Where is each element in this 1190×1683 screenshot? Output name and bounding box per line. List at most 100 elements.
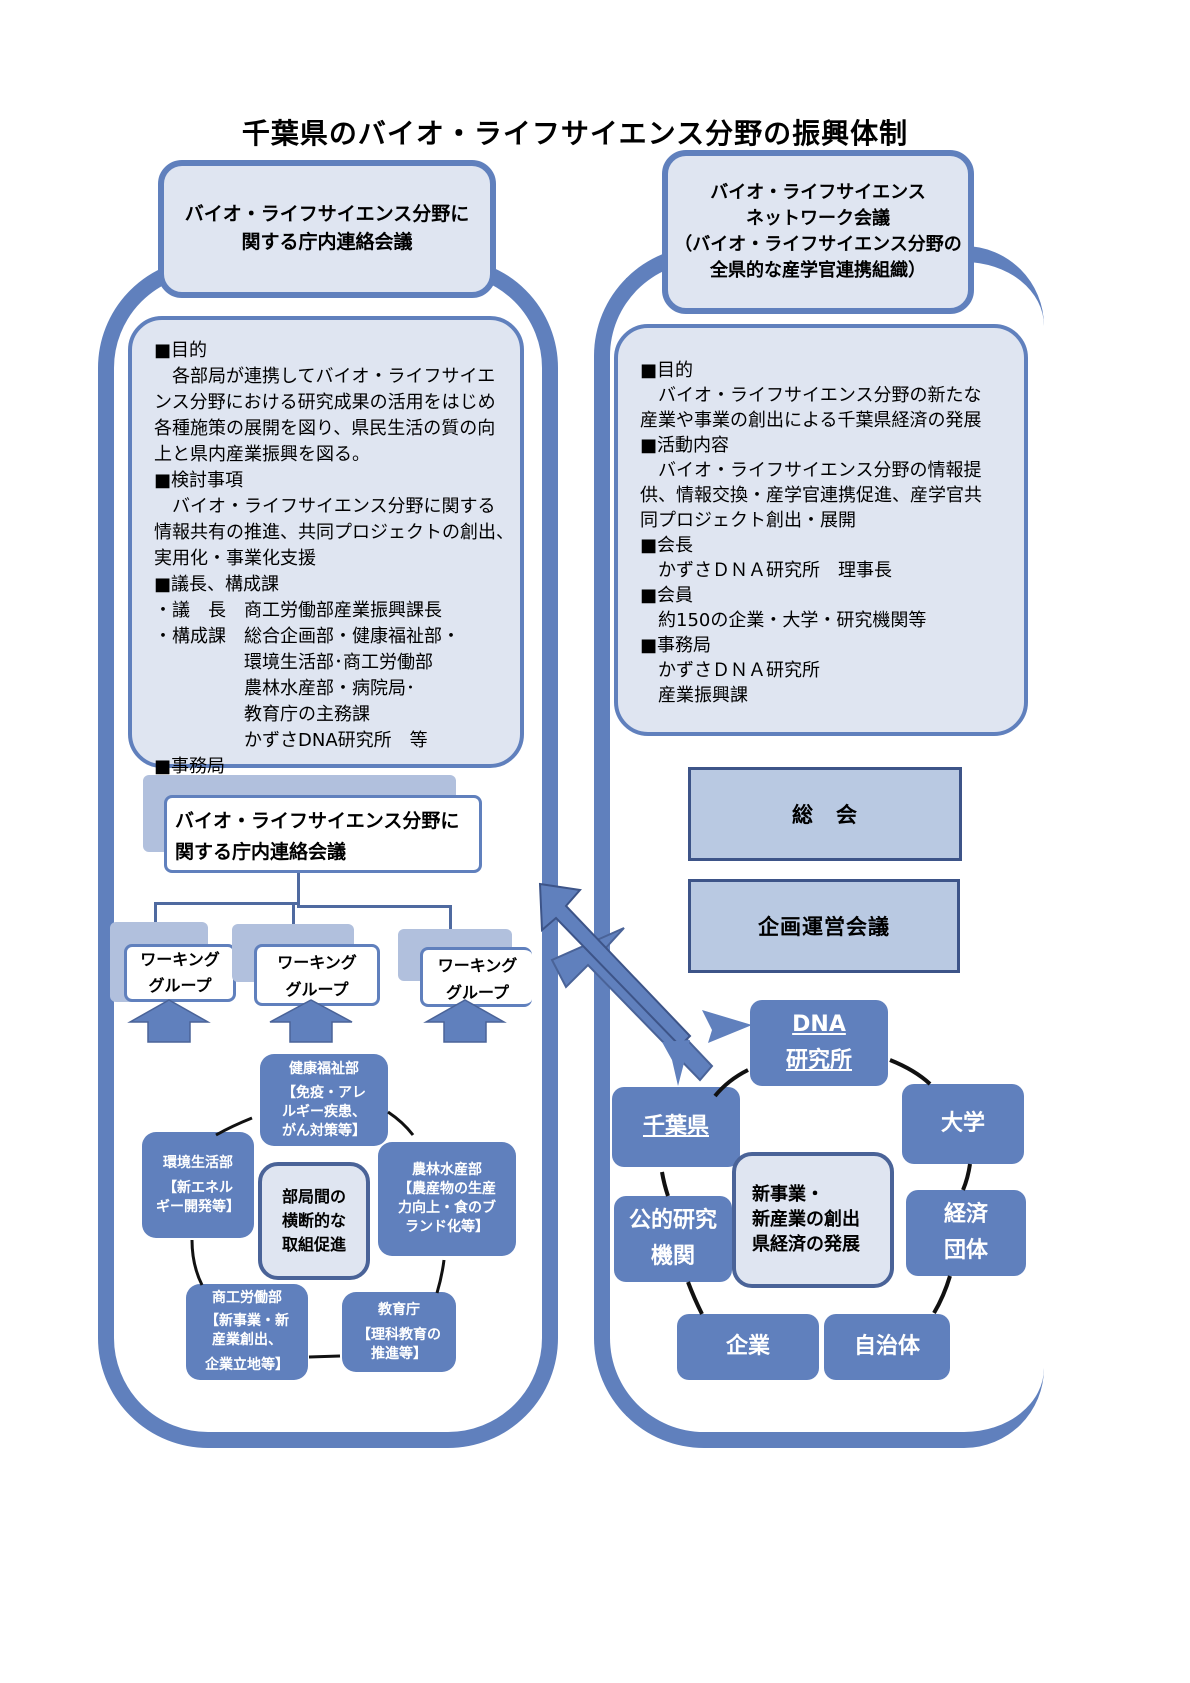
org-connector xyxy=(154,902,157,922)
info-text: 各種施策の展開を図り、県民生活の質の向 xyxy=(154,418,496,439)
node-public-research: 公的研究 機関 xyxy=(614,1196,732,1282)
info-heading: ■活動内容 xyxy=(640,435,730,456)
node-chiba-prefecture: 千葉県 xyxy=(612,1087,740,1167)
dept-title: 農林水産部 xyxy=(412,1162,482,1178)
node-label: 団体 xyxy=(943,1238,988,1263)
dept-desc: ランド化等】 xyxy=(405,1219,489,1235)
dept-desc: 企業立地等】 xyxy=(205,1357,289,1373)
info-heading: ■会員 xyxy=(640,585,694,606)
node-label: 研究所 xyxy=(785,1048,852,1073)
info-text: ・議 長 商工労働部産業振興課長 xyxy=(154,600,442,621)
info-text: 産業振興課 xyxy=(640,685,748,706)
org-connector xyxy=(292,902,295,924)
dept-desc: 【農産物の生産 xyxy=(398,1181,496,1197)
wg-line: グループ xyxy=(445,983,510,1002)
info-text: 実用化・事業化支援 xyxy=(154,548,316,569)
wg-line: グループ xyxy=(285,980,349,999)
info-text: かずさＤＮＡ研究所 理事長 xyxy=(640,560,892,581)
node-municipality: 自治体 xyxy=(824,1314,950,1380)
info-text: かずさDNA研究所 等 xyxy=(154,730,428,751)
dept-desc: ギー開発等】 xyxy=(156,1198,240,1215)
center-line: 新事業・ xyxy=(752,1184,824,1205)
org-connector xyxy=(297,873,300,905)
center-line: 新産業の創出 xyxy=(752,1209,860,1230)
planning-committee-label: 企画運営会議 xyxy=(758,915,890,939)
node-label: 公的研究 xyxy=(628,1208,717,1233)
info-text: 供、情報交換・産学官連携促進、産学官共 xyxy=(640,485,982,506)
org-top-line: バイオ・ライフサイエンス分野に xyxy=(175,810,460,832)
dept-desc: 【免疫・アレ xyxy=(282,1084,366,1101)
org-connector xyxy=(297,905,451,908)
planning-committee-box: 企画運営会議 xyxy=(688,879,960,973)
info-text: 農林水産部・病院局･ xyxy=(154,678,415,699)
right-info-text: ■目的 バイオ・ライフサイエンス分野の新たな産業や事業の創出による千葉県経済の発… xyxy=(640,358,1024,708)
dept-health: 健康福祉部 【免疫・アレ ルギー疾患、 がん対策等】 xyxy=(260,1054,388,1146)
right-header-box: バイオ・ライフサイエンス ネットワーク会議 （バイオ・ライフサイエンス分野の 全… xyxy=(662,150,974,314)
org-connector xyxy=(154,902,298,905)
dept-desc: ルギー疾患、 xyxy=(282,1103,366,1120)
working-group-box: ワーキング グループ xyxy=(254,944,380,1006)
info-text: かずさＤＮＡ研究所 xyxy=(640,660,820,681)
dept-center-box: 部局間の 横断的な 取組促進 xyxy=(258,1162,370,1280)
info-text: バイオ・ライフサイエンス分野の情報提 xyxy=(640,460,982,481)
general-assembly-label: 総 会 xyxy=(792,803,858,827)
node-label: 企業 xyxy=(725,1334,770,1359)
dept-desc: 産業創出、 xyxy=(212,1332,282,1348)
info-text: 環境生活部･商工労働部 xyxy=(154,652,433,673)
center-line: 取組促進 xyxy=(281,1235,346,1254)
node-company: 企業 xyxy=(677,1314,819,1380)
wg-line: グループ xyxy=(148,976,212,995)
info-text: ンス分野における研究成果の活用をはじめ xyxy=(154,392,496,413)
org-top-line: 関する庁内連絡会議 xyxy=(175,841,347,863)
info-text: バイオ・ライフサイエンス分野の新たな xyxy=(640,385,982,406)
center-line: 部局間の xyxy=(281,1187,346,1206)
node-label: DNA xyxy=(792,1012,846,1037)
left-info-text: ■目的 各部局が連携してバイオ・ライフサイエンス分野における研究成果の活用をはじ… xyxy=(154,338,520,806)
left-header-line: バイオ・ライフサイエンス分野に xyxy=(184,203,470,226)
info-text: 産業や事業の創出による千葉県経済の発展 xyxy=(640,410,982,431)
center-line: 県経済の発展 xyxy=(752,1234,860,1255)
info-text: 情報共有の推進、共同プロジェクトの創出、 xyxy=(154,522,514,543)
right-header-line: （バイオ・ライフサイエンス分野の xyxy=(674,234,962,255)
dept-title: 商工労働部 xyxy=(212,1290,282,1306)
dept-title: 教育庁 xyxy=(378,1301,420,1318)
info-heading: ■事務局 xyxy=(154,756,226,777)
org-connector xyxy=(449,905,452,929)
dept-desc: 推進等】 xyxy=(371,1345,427,1362)
node-center-box: 新事業・ 新産業の創出 県経済の発展 xyxy=(732,1152,894,1288)
dept-desc: 力向上・食のブ xyxy=(398,1200,496,1216)
node-university: 大学 xyxy=(902,1084,1024,1164)
node-economic-org: 経済 団体 xyxy=(906,1190,1026,1276)
node-label: 千葉県 xyxy=(642,1114,709,1139)
left-header-box: バイオ・ライフサイエンス分野に 関する庁内連絡会議 xyxy=(158,160,496,298)
info-heading: ■議長、構成課 xyxy=(154,574,280,595)
info-heading: ■目的 xyxy=(640,360,694,381)
node-label: 経済 xyxy=(943,1202,988,1227)
right-header-line: 全県的な産学官連携組織） xyxy=(710,260,926,281)
dept-title: 健康福祉部 xyxy=(289,1060,359,1077)
info-heading: ■会長 xyxy=(640,535,694,556)
page-title: 千葉県のバイオ・ライフサイエンス分野の振興体制 xyxy=(0,112,1190,152)
org-top-box: バイオ・ライフサイエンス分野に 関する庁内連絡会議 xyxy=(164,795,482,873)
working-group-box: ワーキング グループ xyxy=(124,944,236,1002)
node-dna-institute: DNA 研究所 xyxy=(750,1000,888,1086)
info-heading: ■事務局 xyxy=(640,635,712,656)
info-text: 各部局が連携してバイオ・ライフサイエ xyxy=(154,366,496,387)
working-group-box: ワーキング グループ xyxy=(420,947,532,1007)
info-text: 上と県内産業振興を図る。 xyxy=(154,444,370,465)
right-header-line: バイオ・ライフサイエンス xyxy=(710,182,926,203)
dept-education: 教育庁 【理科教育の 推進等】 xyxy=(342,1292,456,1372)
info-heading: ■検討事項 xyxy=(154,470,244,491)
wg-line: ワーキング xyxy=(277,953,357,972)
dept-title: 環境生活部 xyxy=(163,1154,233,1171)
node-label: 大学 xyxy=(940,1111,985,1136)
center-line: 横断的な xyxy=(281,1211,346,1230)
info-text: バイオ・ライフサイエンス分野に関する xyxy=(154,496,496,517)
info-text: 教育庁の主務課 xyxy=(154,704,370,725)
right-info-box: ■目的 バイオ・ライフサイエンス分野の新たな産業や事業の創出による千葉県経済の発… xyxy=(614,324,1028,736)
node-label: 自治体 xyxy=(853,1334,920,1359)
left-info-box: ■目的 各部局が連携してバイオ・ライフサイエンス分野における研究成果の活用をはじ… xyxy=(128,316,524,803)
info-text: 同プロジェクト創出・展開 xyxy=(640,510,856,531)
dept-environment: 環境生活部 【新エネル ギー開発等】 xyxy=(142,1132,254,1238)
general-assembly-box: 総 会 xyxy=(688,767,962,861)
